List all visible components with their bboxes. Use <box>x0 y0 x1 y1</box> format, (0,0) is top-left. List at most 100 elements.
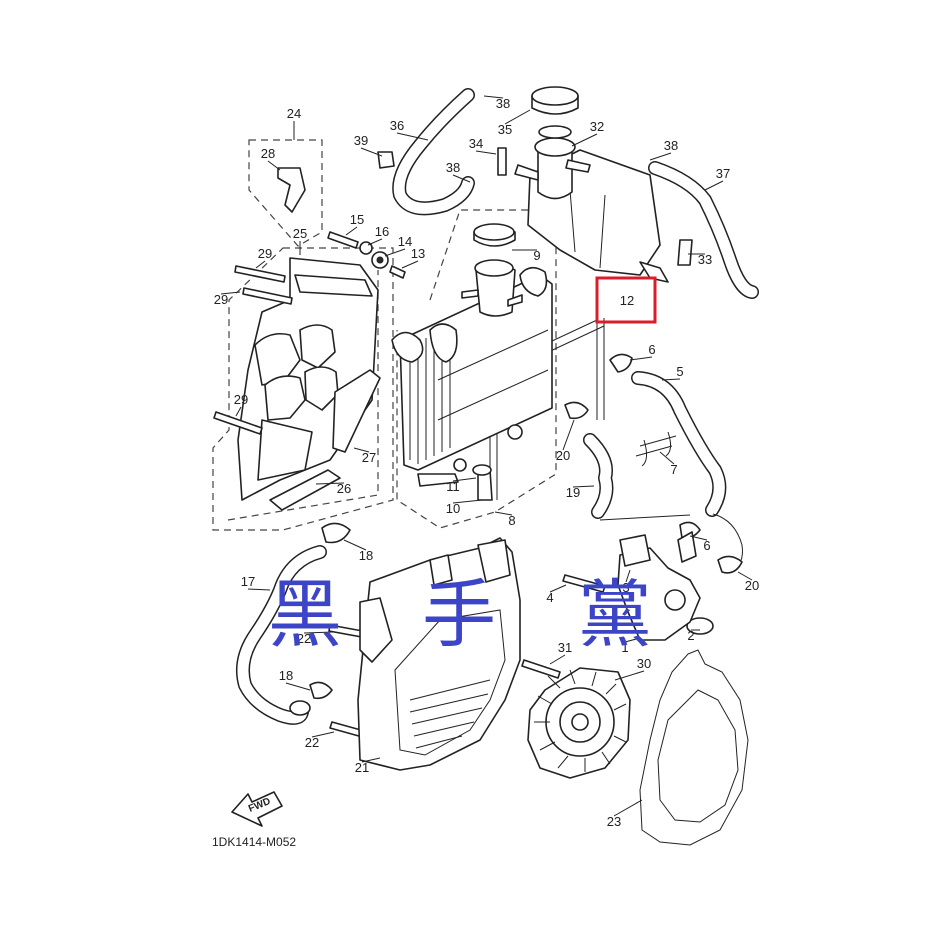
leader-35 <box>504 109 531 125</box>
callout-4: 4 <box>546 590 553 605</box>
callout-21: 21 <box>355 760 369 775</box>
callout-39: 39 <box>354 133 368 148</box>
leader-23 <box>613 799 643 817</box>
callout-17: 17 <box>241 574 255 589</box>
leader-4 <box>549 584 567 593</box>
bolts-and-fasteners <box>213 147 743 739</box>
callout-16: 16 <box>375 224 389 239</box>
radiator-cap-assy <box>461 223 523 317</box>
callout-6b: 6 <box>703 538 710 553</box>
watermark-char-3: 黨 <box>578 572 652 658</box>
callout-2: 2 <box>687 628 694 643</box>
hose-36 <box>392 88 475 216</box>
callout-13: 13 <box>411 246 425 261</box>
leader-1 <box>624 637 641 643</box>
leader-21 <box>361 757 381 763</box>
leader-18a <box>343 539 367 551</box>
leader-29b <box>220 291 241 295</box>
callout-27: 27 <box>362 450 376 465</box>
assembly-group-8 <box>396 209 557 529</box>
callout-1: 1 <box>621 640 628 655</box>
callout-35: 35 <box>498 122 512 137</box>
callout-18a: 18 <box>359 548 373 563</box>
guard-26 <box>269 469 341 511</box>
fwd-arrow: FWD <box>231 791 283 827</box>
leader-19 <box>572 485 595 488</box>
callout-10: 10 <box>446 501 460 516</box>
leader-22b <box>311 731 335 738</box>
leader-31 <box>549 654 566 665</box>
leader-6b <box>689 535 708 541</box>
callout-33: 33 <box>698 252 712 267</box>
fan-cover <box>357 537 521 771</box>
leader-18b <box>285 682 311 691</box>
leader-5 <box>661 378 681 381</box>
callout-19: 19 <box>566 485 580 500</box>
callout-32: 32 <box>590 119 604 134</box>
callout-37: 37 <box>716 166 730 181</box>
callout-38a: 38 <box>496 96 510 111</box>
callout-9: 9 <box>533 248 540 263</box>
leader-26 <box>315 482 345 485</box>
side-cover-28 <box>277 167 306 213</box>
leader-27 <box>353 447 370 453</box>
callout-29a: 29 <box>258 246 272 261</box>
leader-17 <box>247 588 271 591</box>
highlight-box <box>595 276 657 324</box>
callout-7: 7 <box>670 462 677 477</box>
hose-19 <box>583 433 614 519</box>
leader-39 <box>360 147 383 157</box>
leader-10 <box>452 499 483 504</box>
leader-20b <box>737 571 753 581</box>
reservoir-cap <box>531 86 579 139</box>
callout-8: 8 <box>508 513 515 528</box>
callout-20b: 20 <box>745 578 759 593</box>
callout-38c: 38 <box>664 138 678 153</box>
radiator <box>391 266 553 487</box>
leader-37 <box>704 180 724 191</box>
leader-3 <box>625 569 631 583</box>
callout-29c: 29 <box>234 392 248 407</box>
gasket <box>639 649 749 846</box>
cooling-fan <box>527 667 631 779</box>
leader-lines <box>220 95 753 817</box>
leader-34 <box>475 150 497 155</box>
assembly-group-25 <box>212 247 394 531</box>
callout-29b: 29 <box>214 292 228 307</box>
leader-16 <box>367 238 383 246</box>
leader-8 <box>494 511 513 516</box>
callout-11: 11 <box>446 479 460 494</box>
callout-20a: 20 <box>556 448 570 463</box>
callout-6a: 6 <box>648 342 655 357</box>
leader-38b <box>452 174 471 183</box>
callout-30: 30 <box>637 656 651 671</box>
leader-13 <box>401 260 419 269</box>
watermark-char-2: 手 <box>422 572 496 658</box>
leader-22a <box>303 631 335 634</box>
callout-22a: 22 <box>297 631 311 646</box>
leader-36 <box>396 132 429 141</box>
callout-18b: 18 <box>279 668 293 683</box>
leader-29c <box>235 406 242 417</box>
callout-3: 3 <box>622 580 629 595</box>
leader-7 <box>659 451 675 465</box>
leader-38a <box>483 95 504 99</box>
hose-37 <box>648 161 759 299</box>
leader-32 <box>571 133 598 147</box>
callout-26: 26 <box>337 481 351 496</box>
callout-15: 15 <box>350 212 364 227</box>
callout-14: 14 <box>398 234 412 249</box>
callout-38b: 38 <box>446 160 460 175</box>
hose-5 <box>631 371 727 517</box>
callout-22b: 22 <box>305 735 319 750</box>
leader-30 <box>614 670 645 681</box>
assembly-group-24 <box>248 139 323 247</box>
leader-6a <box>629 356 653 361</box>
callout-34: 34 <box>469 136 483 151</box>
hose-17 <box>236 545 327 725</box>
callout-31: 31 <box>558 640 572 655</box>
callout-5: 5 <box>676 364 683 379</box>
